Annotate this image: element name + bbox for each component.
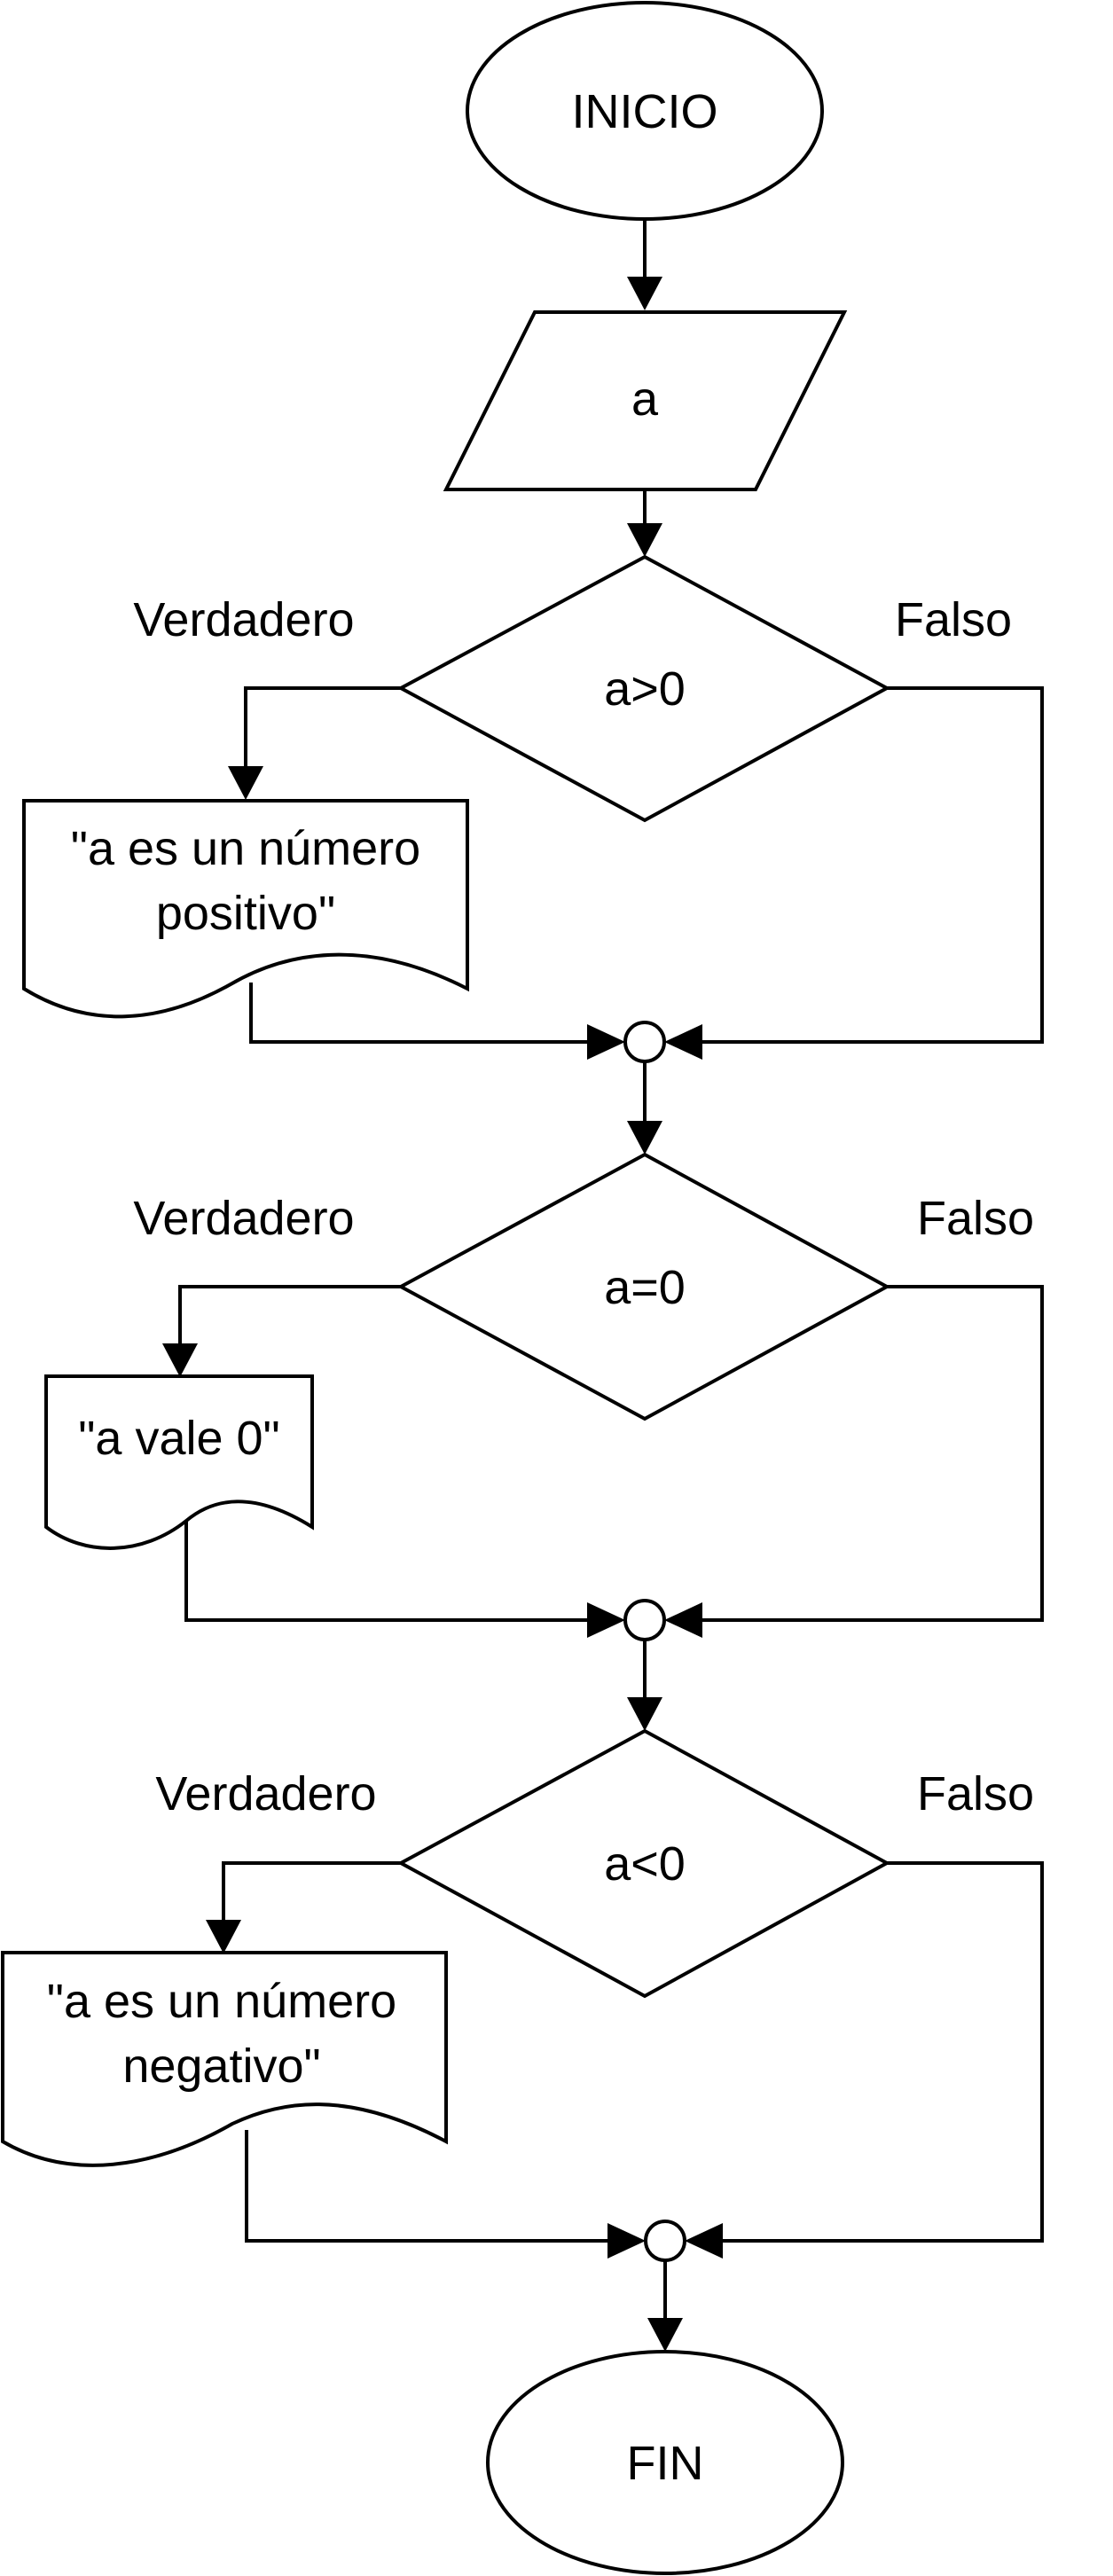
output-document-negative-line2: negativo" — [122, 2040, 320, 2093]
arrowhead-start-to-input — [627, 277, 662, 310]
edge-cond2-true — [178, 1285, 401, 1349]
edge-cond2-false — [687, 1285, 1044, 1622]
arrowhead-cond1-false — [664, 1024, 702, 1060]
arrowhead-input-to-cond1 — [627, 523, 662, 557]
arrowhead-doc2-to-merge2 — [587, 1602, 625, 1638]
edge-doc2-to-merge2 — [184, 1521, 603, 1622]
arrowhead-doc3-to-merge3 — [607, 2223, 646, 2259]
edge-cond1-false — [687, 686, 1044, 1044]
output-document-positive-line1: "a es un número — [71, 822, 420, 875]
end-terminal — [486, 2350, 844, 2575]
end-terminal-label: FIN — [627, 2437, 704, 2490]
false-branch-label-1: Falso — [895, 593, 1012, 646]
arrowhead-cond2-false — [664, 1602, 702, 1638]
false-branch-label-2: Falso — [917, 1192, 1034, 1245]
arrowhead-cond2-true — [162, 1343, 198, 1377]
decision-a-less-0-label: a<0 — [604, 1837, 686, 1891]
arrowhead-cond3-false — [685, 2223, 723, 2259]
merge-connector-1 — [623, 1021, 666, 1063]
arrowhead-doc1-to-merge1 — [587, 1024, 625, 1060]
output-document-positive — [22, 799, 469, 1019]
decision-a-less-0 — [396, 1728, 891, 1999]
decision-a-greater-0 — [396, 554, 891, 823]
output-document-negative-line1: "a es un número — [47, 1975, 396, 2028]
decision-a-equals-0 — [396, 1152, 891, 1421]
decision-a-greater-0-label: a>0 — [604, 662, 686, 716]
decision-a-equals-0-label: a=0 — [604, 1261, 686, 1314]
edge-cond3-false — [708, 1861, 1044, 2243]
true-branch-label-3: Verdadero — [155, 1767, 376, 1820]
input-label: a — [631, 372, 659, 426]
start-terminal-label: INICIO — [571, 85, 717, 138]
arrowhead-cond3-true — [206, 1920, 241, 1954]
merge-connector-2 — [623, 1599, 666, 1641]
arrowhead-cond1-true — [228, 766, 263, 800]
false-branch-label-3: Falso — [917, 1767, 1034, 1820]
arrowhead-merge1-to-cond2 — [627, 1121, 662, 1155]
arrowhead-merge3-to-end — [647, 2318, 683, 2352]
output-document-zero-text: "a vale 0" — [78, 1412, 279, 1465]
edge-cond3-true — [222, 1861, 401, 1925]
merge-connector-3 — [644, 2220, 686, 2262]
true-branch-label-2: Verdadero — [133, 1192, 354, 1245]
edge-cond1-true — [244, 686, 401, 771]
output-document-positive-line2: positivo" — [156, 887, 335, 940]
edge-doc3-to-merge3 — [245, 2130, 623, 2243]
true-branch-label-1: Verdadero — [133, 593, 354, 646]
arrowhead-merge2-to-cond3 — [627, 1697, 662, 1731]
edge-doc1-to-merge1 — [249, 983, 603, 1044]
input-parallelogram — [443, 310, 848, 491]
output-document-negative — [0, 1951, 448, 2167]
